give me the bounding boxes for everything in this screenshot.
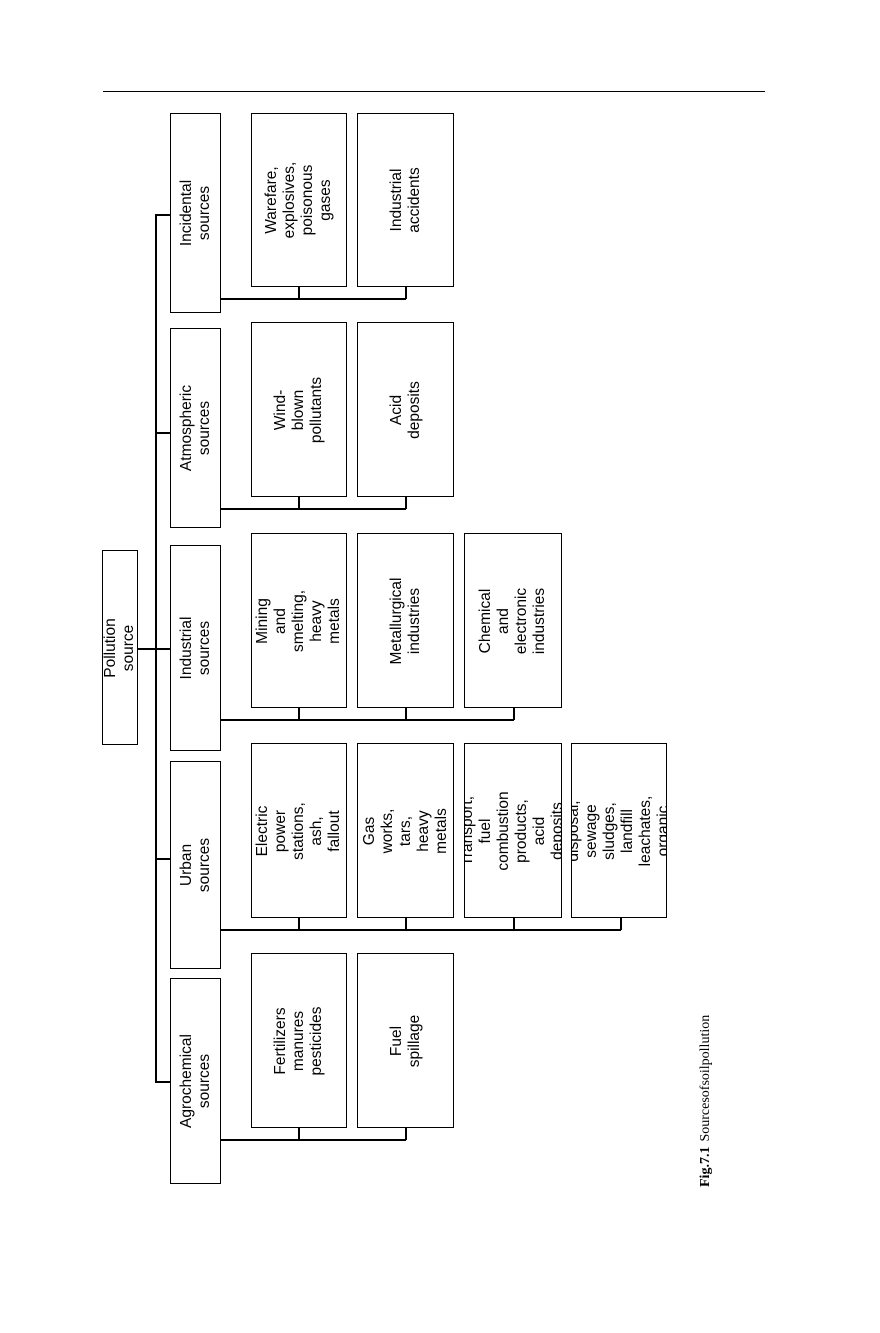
item-box: Warefare, explosives, poisonous gases	[251, 113, 347, 287]
item-box: Transport, fuel combustion products, aci…	[464, 743, 562, 918]
item-label: Chemical and electronic industries	[477, 587, 548, 654]
item-box: Metallurgical industries	[357, 533, 454, 708]
root-node: Pollution source	[102, 550, 138, 745]
connector	[221, 298, 406, 300]
connector	[221, 1139, 406, 1141]
connector	[298, 287, 300, 299]
category-label: Agrochemical sources	[177, 1034, 213, 1128]
item-label: Warefare, explosives, poisonous gases	[263, 161, 334, 239]
connector	[221, 508, 406, 510]
item-box: Mining and smelting, heavy metals	[251, 533, 347, 708]
connector	[298, 497, 300, 509]
item-label: Industrial accidents	[387, 167, 423, 233]
item-label: Gas works, tars, heavy metals	[360, 807, 450, 854]
connector	[155, 858, 170, 860]
item-label: Wind-blown pollutants	[272, 376, 325, 443]
figure-caption: Fig.7.1 Sourcesofsoilpollution	[698, 1015, 714, 1187]
connector	[405, 1128, 407, 1140]
figure-number: Fig.7.1	[698, 1146, 713, 1187]
item-box: Industrial accidents	[357, 113, 454, 287]
category-label: Incidental sources	[177, 179, 213, 247]
category-agrochemical: Agrochemical sources	[170, 978, 221, 1184]
item-label: Metallurgical industries	[387, 576, 423, 665]
connector	[513, 918, 515, 930]
item-label: Waste disposal, sewage sludges, landfill…	[571, 795, 667, 866]
item-box: Electric power stations, ash, fallout	[251, 743, 347, 918]
connector	[298, 1128, 300, 1140]
item-box: Fuel spillage	[357, 953, 454, 1128]
category-label: Urban sources	[177, 837, 213, 893]
connector	[138, 648, 170, 650]
item-label: Mining and smelting, heavy metals	[254, 589, 343, 652]
connector	[513, 708, 515, 720]
connector	[405, 497, 407, 509]
item-box: Waste disposal, sewage sludges, landfill…	[571, 743, 667, 918]
header-rule	[103, 91, 765, 92]
item-box: Wind-blown pollutants	[251, 322, 347, 497]
connector	[405, 918, 407, 930]
connector	[155, 432, 170, 434]
connector	[405, 287, 407, 299]
item-label: Fuel spillage	[387, 1014, 423, 1067]
root-label: Pollution source	[102, 617, 137, 678]
item-label: Electric power stations, ash, fallout	[254, 801, 343, 860]
category-atmospheric: Atmospheric sources	[170, 328, 221, 528]
category-label: Industrial sources	[177, 616, 213, 680]
connector	[221, 929, 621, 931]
connector	[405, 708, 407, 720]
item-box: Acid deposits	[357, 322, 454, 497]
item-label: Transport, fuel combustion products, aci…	[464, 790, 562, 871]
item-box: Chemical and electronic industries	[464, 533, 562, 708]
item-label: Acid deposits	[387, 380, 423, 439]
item-box: Fertilizers manures pesticides	[251, 953, 347, 1128]
category-incidental: Incidental sources	[170, 113, 221, 313]
connector	[298, 918, 300, 930]
connector	[155, 1081, 170, 1083]
item-label: Fertilizers manures pesticides	[272, 1006, 325, 1075]
category-urban: Urban sources	[170, 761, 221, 969]
connector	[155, 214, 157, 1082]
connector	[155, 214, 170, 216]
connector	[221, 719, 514, 721]
category-industrial: Industrial sources	[170, 545, 221, 751]
figure-caption-text: Sourcesofsoilpollution	[698, 1014, 713, 1142]
connector	[298, 708, 300, 720]
category-label: Atmospheric sources	[177, 384, 213, 472]
item-box: Gas works, tars, heavy metals	[357, 743, 454, 918]
connector	[620, 918, 622, 930]
